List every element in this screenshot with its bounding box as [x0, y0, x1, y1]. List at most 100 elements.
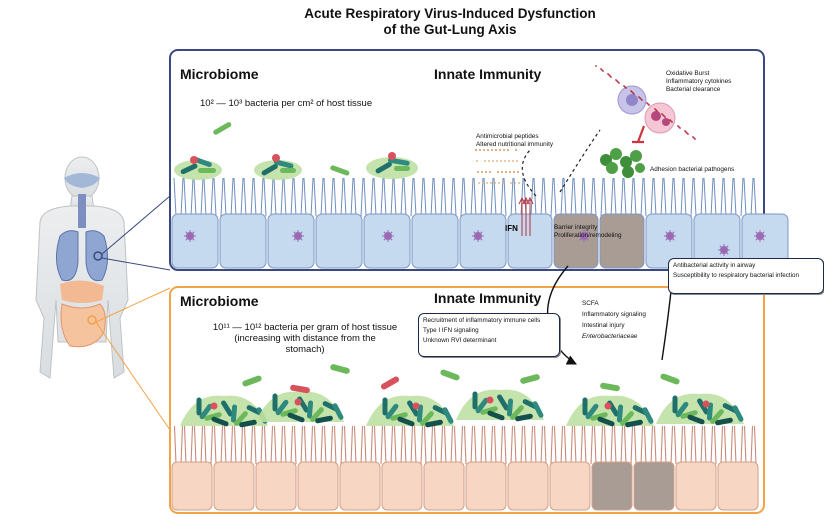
- amp-dot: [517, 171, 519, 173]
- gut-bacteria-density: 10¹¹ — 10¹² bacteria per gram of host ti…: [200, 322, 410, 355]
- diagram-title: Acute Respiratory Virus-Induced Dysfunct…: [250, 6, 650, 38]
- title-line-2: of the Gut-Lung Axis: [383, 22, 517, 37]
- burst-dot: [646, 102, 648, 104]
- dashed-arrow-to-immune: [559, 129, 601, 193]
- adhesion-bacteria-cluster: [600, 148, 645, 178]
- amp-dot: [475, 149, 477, 151]
- amp-dot: [478, 182, 480, 184]
- virus-particle: [664, 230, 676, 242]
- gut-effects-text: SCFA Inflammatory signaling Intestinal i…: [582, 298, 646, 342]
- gut-effect-4: Enterobacteriaceae: [582, 333, 638, 340]
- amp-dot: [516, 160, 518, 162]
- amp-dot: [482, 182, 484, 184]
- airway-cell: [171, 213, 219, 269]
- gut-cell: [339, 461, 381, 511]
- airway-cell: [459, 213, 507, 269]
- gut-effect-1: SCFA: [582, 300, 599, 307]
- amp-dot: [485, 171, 487, 173]
- burst-dot: [623, 85, 625, 87]
- amp-dot: [514, 182, 516, 184]
- gut-effect-3: Intestinal injury: [582, 322, 625, 329]
- amp-dot: [483, 149, 485, 151]
- lung-bacteria-density: 10² — 10³ bacteria per cm² of host tissu…: [200, 98, 373, 109]
- burst-dot: [595, 65, 597, 67]
- burst-dot: [630, 90, 632, 92]
- airway-line-1: Antibacterial activity in airway: [673, 262, 756, 269]
- amp-dot: [489, 171, 491, 173]
- burst-dot: [677, 125, 679, 127]
- burst-dot: [669, 119, 671, 121]
- burst-dot: [600, 68, 602, 70]
- amp-text: Antimicrobial peptides Altered nutrition…: [476, 133, 553, 149]
- amp-dot: [503, 149, 505, 151]
- amp-dot: [500, 160, 502, 162]
- amp-dot: [490, 182, 492, 184]
- amp-dot: [477, 171, 479, 173]
- gut-epithelium: [171, 461, 759, 511]
- amp-dot: [498, 182, 500, 184]
- free-bacterium: [660, 373, 680, 385]
- amp-dot: [494, 182, 496, 184]
- amp-dot: [501, 171, 503, 173]
- virus-particle: [718, 244, 730, 256]
- gut-cell: [465, 461, 507, 511]
- amp-dot: [495, 149, 497, 151]
- gut-box-line-1: Recruitment of inflammatory immune cells: [423, 317, 541, 324]
- burst-dot: [615, 79, 617, 81]
- gut-cell: [297, 461, 339, 511]
- airway-cell: [363, 213, 411, 269]
- gut-immune-box: Recruitment of inflammatory immune cells…: [418, 313, 560, 357]
- lung-bacteria-clusters: [174, 122, 418, 180]
- gut-cell: [423, 461, 465, 511]
- virus-particle: [754, 230, 766, 242]
- amp-dot: [497, 171, 499, 173]
- gut-cell: [171, 461, 213, 511]
- amp-dot: [476, 160, 478, 162]
- title-line-1: Acute Respiratory Virus-Induced Dysfunct…: [304, 6, 596, 21]
- free-bacterium: [440, 369, 460, 381]
- amp-dot: [487, 149, 489, 151]
- burst-dot: [607, 73, 609, 75]
- burst-dot: [661, 113, 663, 115]
- immune-line-1: Oxidative Burst: [666, 70, 710, 77]
- gut-effect-2: Inflammatory signaling: [582, 311, 646, 318]
- free-bacterium: [290, 384, 310, 394]
- gut-bacteria-clumps: [180, 364, 744, 428]
- gut-bacteria-clump: [656, 393, 744, 426]
- amp-line-2: Altered nutritional immunity: [476, 141, 554, 148]
- virus-particle: [578, 230, 590, 242]
- amp-dot: [496, 160, 498, 162]
- burst-dot: [654, 108, 656, 110]
- gut-box-line-3: Unknown RVI determinant: [423, 337, 497, 344]
- amp-dot: [492, 160, 494, 162]
- amp-dot: [491, 149, 493, 151]
- gut-bacteria-clump: [456, 389, 544, 422]
- immune-cells: [617, 85, 676, 134]
- immune-line-2: Inflammatory cytokines: [666, 78, 732, 85]
- gut-density-line-3: stomach): [285, 344, 325, 355]
- gut-bacteria-clump: [366, 395, 454, 428]
- gut-bacteria-clump: [566, 395, 654, 428]
- gut-box-line-2: Type I IFN signaling: [423, 327, 479, 334]
- ifn-signal-arrows: [518, 196, 534, 236]
- airway-cilia: [173, 177, 757, 217]
- amp-dot: [505, 171, 507, 173]
- gut-cell: [507, 461, 549, 511]
- burst-dot: [684, 130, 686, 132]
- gut-density-line-1: 10¹¹ — 10¹² bacteria per gram of host ti…: [212, 322, 398, 333]
- free-bacterium: [600, 382, 620, 392]
- amp-dot: [518, 182, 520, 184]
- barrier-line-2: Proliferation/remodeling: [554, 232, 622, 239]
- gut-cell: [255, 461, 297, 511]
- airway-cell: [599, 213, 645, 269]
- free-bacterium: [380, 376, 400, 390]
- burst-dot: [638, 96, 640, 98]
- gut-cell: [591, 461, 633, 511]
- airway-cell: [411, 213, 459, 269]
- adhesion-text: Adhesion bacterial pathogens: [650, 166, 735, 173]
- amp-dot: [513, 171, 515, 173]
- virus-particle: [292, 230, 304, 242]
- ifn-label: IFN: [505, 224, 518, 233]
- gut-cell: [717, 461, 759, 511]
- lung-innate-immunity-label: Innate Immunity: [434, 66, 542, 82]
